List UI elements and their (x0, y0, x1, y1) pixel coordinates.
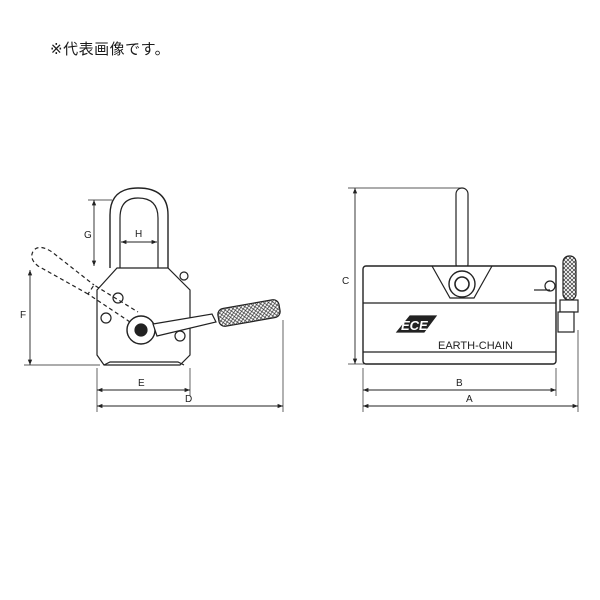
logo-shape (395, 315, 438, 333)
handle-alt-position (87, 284, 139, 323)
dim-label-a: A (466, 394, 473, 405)
dim-label-g: G (84, 230, 92, 241)
handle (152, 313, 217, 337)
dim-label-h: H (135, 229, 142, 240)
note-text: ※代表画像です。 (50, 40, 171, 58)
front-body (362, 265, 557, 365)
dim-label-b: B (456, 378, 463, 389)
front-view (348, 187, 579, 412)
brand-text: EARTH-CHAIN (438, 340, 513, 352)
lifting-bar (455, 187, 469, 271)
shackle (109, 187, 169, 268)
dim-label-d: D (185, 394, 192, 405)
logo-text: ECE (401, 318, 428, 333)
dim-label-f: F (20, 310, 26, 321)
side-view (24, 187, 284, 412)
dim-label-e: E (138, 378, 145, 389)
dim-label-c: C (342, 276, 349, 287)
